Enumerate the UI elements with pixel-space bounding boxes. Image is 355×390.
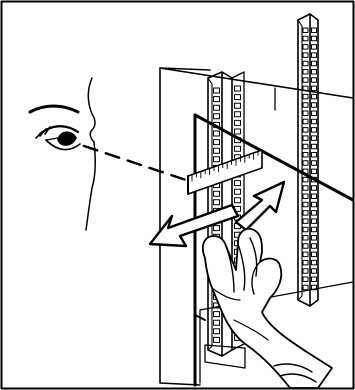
rail-hole <box>312 144 317 149</box>
rail-hole <box>214 337 220 342</box>
rail-hole <box>303 269 308 274</box>
rail-hole <box>312 119 317 124</box>
rail-hole <box>214 312 220 317</box>
rail-hole <box>303 244 308 249</box>
rail-hole <box>312 227 317 232</box>
rail-hole <box>303 277 308 282</box>
rail-hole <box>235 129 241 134</box>
rail-hole <box>214 105 220 110</box>
rail-hole <box>312 28 317 33</box>
rail-hole <box>312 70 317 75</box>
rail-hole <box>312 94 317 99</box>
rail-hole <box>303 153 308 158</box>
face-outline <box>86 78 95 230</box>
rail-hole <box>214 88 220 93</box>
rail-hole <box>303 285 308 290</box>
rail-hole <box>312 169 317 174</box>
rail-hole <box>303 260 308 265</box>
rail-hole <box>312 111 317 116</box>
rail-hole <box>312 153 317 158</box>
rail-hole <box>303 186 308 191</box>
rail-hole <box>303 119 308 124</box>
rail-hole <box>303 202 308 207</box>
rail-hole <box>312 244 317 249</box>
rail-hole <box>303 211 308 216</box>
rail-hole <box>214 97 220 102</box>
rail-hole <box>235 95 241 100</box>
rail-hole <box>303 219 308 224</box>
rail-hole <box>303 177 308 182</box>
rail-hole <box>312 45 317 50</box>
rail-hole <box>214 157 220 162</box>
rail-hole <box>312 103 317 108</box>
rail-hole <box>312 252 317 257</box>
rail-hole <box>235 120 241 125</box>
rail-hole <box>312 128 317 133</box>
rail-hole <box>303 61 308 65</box>
push-arrow <box>236 182 284 230</box>
sight-line <box>84 146 192 182</box>
rail-hole <box>235 146 241 151</box>
rail-hole <box>235 112 241 117</box>
rail-hole <box>214 329 220 334</box>
rail-hole <box>312 219 317 224</box>
eye-iris <box>58 132 76 145</box>
rail-hole <box>312 36 317 41</box>
rail-hole <box>303 103 308 108</box>
rail-hole <box>312 61 317 65</box>
rail-hole <box>303 78 308 83</box>
rear-mounting-rail <box>298 14 318 306</box>
rail-hole <box>312 277 317 282</box>
rail-hole <box>214 131 220 136</box>
rail-hole <box>214 320 220 325</box>
rail-hole <box>312 161 317 166</box>
rail-hole <box>303 94 308 99</box>
rail-hole <box>312 186 317 191</box>
rail-hole <box>303 128 308 133</box>
rail-hole <box>303 70 308 75</box>
rail-hole <box>303 136 308 141</box>
rail-hole <box>214 140 220 145</box>
rail-hole <box>235 86 241 91</box>
rail-hole <box>235 181 241 186</box>
rail-hole <box>312 53 317 58</box>
rail-hole <box>214 226 220 231</box>
rail-hole <box>214 191 220 196</box>
rail-hole <box>312 211 317 216</box>
rail-hole <box>312 260 317 265</box>
rail-hole <box>303 28 308 33</box>
rail-hole <box>312 269 317 274</box>
rail-hole <box>214 148 220 153</box>
rail-hole <box>235 189 241 194</box>
rail-hole <box>312 236 317 241</box>
rail-hole <box>235 103 241 108</box>
rail-hole <box>312 86 317 91</box>
rail-hole <box>214 114 220 119</box>
rail-hole <box>303 111 308 116</box>
rail-hole <box>312 194 317 199</box>
rail-hole <box>303 53 308 58</box>
rail-hole <box>235 198 241 203</box>
rail-hole <box>312 202 317 207</box>
eye-profile <box>30 78 95 230</box>
rail-hole <box>303 227 308 232</box>
rail-hole <box>312 78 317 83</box>
rail-hole <box>303 144 308 149</box>
rail-hole <box>214 200 220 205</box>
rail-hole <box>303 36 308 41</box>
alignment-gauge <box>188 150 262 194</box>
rail-hole <box>303 45 308 50</box>
rail-hole <box>303 161 308 166</box>
eyebrow <box>30 106 78 112</box>
rail-hole <box>303 194 308 199</box>
rail-hole <box>312 136 317 141</box>
rail-hole <box>303 236 308 241</box>
rail-hole <box>303 252 308 257</box>
